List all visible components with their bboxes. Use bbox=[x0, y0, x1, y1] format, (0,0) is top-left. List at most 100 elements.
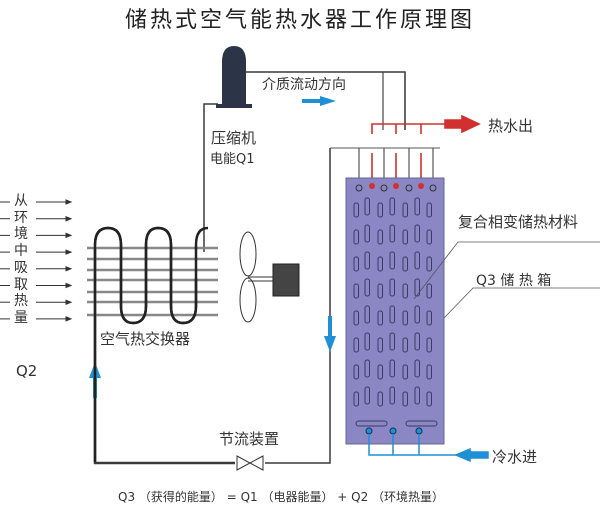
phase-change-material-label: 复合相变储热材料 bbox=[458, 213, 579, 231]
ambient-heat-char: 境 bbox=[14, 226, 28, 243]
flow-down-arrow bbox=[324, 316, 336, 352]
tank-slot bbox=[402, 310, 408, 326]
tank-slot bbox=[377, 256, 383, 272]
ambient-heat-char: 热 bbox=[14, 293, 28, 310]
fan-motor-icon bbox=[272, 263, 300, 297]
tank-slot bbox=[389, 278, 395, 297]
tank-slot bbox=[353, 391, 359, 407]
ambient-heat-arrowhead bbox=[65, 282, 73, 289]
tank-slot bbox=[389, 224, 395, 243]
tank-slot bbox=[364, 224, 370, 243]
tank-slot bbox=[402, 391, 408, 407]
tank-slot bbox=[414, 332, 420, 351]
tank-slot bbox=[426, 283, 432, 299]
tank-slot bbox=[389, 386, 395, 405]
tank-slot bbox=[426, 310, 432, 326]
ambient-heat-arrowhead bbox=[65, 232, 73, 239]
storage-tank bbox=[345, 177, 445, 445]
ambient-heat-arrowhead bbox=[65, 199, 73, 205]
storage-tank-label: Q3 储 热 箱 bbox=[476, 273, 552, 289]
hot-water-arrow bbox=[444, 114, 481, 134]
tank-slot bbox=[402, 229, 408, 245]
tank-slot bbox=[377, 364, 383, 380]
compressor-label: 压缩机 bbox=[211, 129, 257, 147]
tank-slot bbox=[402, 202, 408, 218]
tank-slot bbox=[353, 364, 359, 380]
hot-water-lines bbox=[371, 114, 481, 186]
tank-slot bbox=[389, 359, 395, 378]
tank-slot bbox=[364, 251, 370, 270]
tank-slot bbox=[426, 337, 432, 353]
air-heat-exchanger-label: 空气热交换器 bbox=[100, 330, 191, 348]
ambient-heat-char: 取 bbox=[14, 276, 28, 293]
pipe-compressor-to-exchanger bbox=[203, 103, 218, 252]
pipe-tank-to-throttle bbox=[265, 148, 331, 464]
tank-slot bbox=[414, 251, 420, 270]
tank-slot bbox=[414, 386, 420, 405]
flow-direction-arrow bbox=[302, 96, 336, 106]
tank-slot bbox=[414, 224, 420, 243]
tank-slot bbox=[353, 283, 359, 299]
tank-slot bbox=[364, 197, 370, 216]
tank-slot bbox=[389, 305, 395, 324]
tank-slot bbox=[364, 305, 370, 324]
fan-icon bbox=[239, 231, 275, 323]
tank-slot bbox=[426, 364, 432, 380]
tank-slot bbox=[426, 391, 432, 407]
q2-label: Q2 bbox=[16, 362, 38, 380]
tank-slot bbox=[377, 229, 383, 245]
ambient-heat-arrowhead bbox=[65, 316, 73, 322]
compressor-icon bbox=[216, 46, 252, 108]
tank-slot bbox=[377, 283, 383, 299]
tank-slot bbox=[377, 202, 383, 218]
tank-slot bbox=[402, 256, 408, 272]
tank-slot bbox=[389, 332, 395, 351]
tank-slot bbox=[414, 305, 420, 324]
tank-slot bbox=[353, 337, 359, 353]
tank-slot bbox=[364, 278, 370, 297]
cold-water-in-label: 冷水进 bbox=[492, 448, 538, 466]
tank-slot bbox=[364, 359, 370, 378]
diagram-title: 储热式空气能热水器工作原理图 bbox=[124, 8, 475, 33]
tank-slot bbox=[377, 391, 383, 407]
ambient-heat-arrowhead bbox=[65, 266, 73, 272]
flow-direction-label: 介质流动方向 bbox=[262, 77, 346, 93]
tank-slot bbox=[402, 283, 408, 299]
heat-exchanger-fins bbox=[87, 246, 218, 317]
tank-slot bbox=[364, 332, 370, 351]
tank-slot bbox=[414, 197, 420, 216]
tank-slot bbox=[414, 359, 420, 378]
tank-slot bbox=[377, 310, 383, 326]
tank-slot bbox=[389, 251, 395, 270]
tank-slot bbox=[353, 202, 359, 218]
tank-slot bbox=[402, 364, 408, 380]
cold-water-arrow bbox=[454, 447, 489, 463]
ambient-heat-char: 中 bbox=[14, 243, 28, 260]
tank-slot bbox=[402, 337, 408, 353]
ambient-heat-char: 环 bbox=[14, 209, 28, 226]
ambient-heat-char: 量 bbox=[14, 309, 28, 326]
tank-slot bbox=[389, 197, 395, 216]
tank-slot bbox=[426, 256, 432, 272]
tank-slot bbox=[353, 229, 359, 245]
ambient-heat-arrows bbox=[0, 199, 73, 322]
throttle-label: 节流装置 bbox=[219, 430, 280, 448]
leader-lines bbox=[413, 241, 600, 319]
ambient-heat-char: 从 bbox=[14, 193, 28, 209]
electric-energy-label: 电能Q1 bbox=[210, 152, 255, 167]
ambient-heat-arrowhead bbox=[65, 215, 73, 222]
tank-slot bbox=[353, 310, 359, 326]
ambient-heat-arrowhead bbox=[65, 249, 73, 255]
tank-slot bbox=[414, 278, 420, 297]
ambient-heat-char: 吸 bbox=[14, 259, 28, 276]
tank-slot bbox=[353, 256, 359, 272]
tank-slot bbox=[364, 386, 370, 405]
ambient-heat-arrowhead bbox=[65, 299, 73, 305]
tank-slot bbox=[426, 202, 432, 218]
tank-slot bbox=[426, 229, 432, 245]
tank-top-nodes bbox=[355, 183, 437, 192]
tank-slot bbox=[377, 337, 383, 353]
hot-water-out-label: 热水出 bbox=[488, 117, 534, 135]
cold-water-lines bbox=[368, 434, 489, 463]
